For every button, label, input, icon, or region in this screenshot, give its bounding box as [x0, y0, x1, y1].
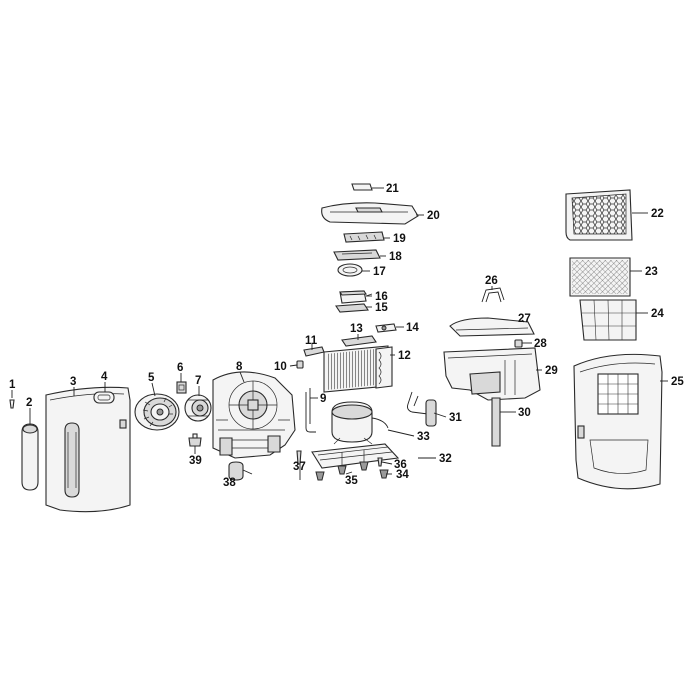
part-13-top-plate — [341, 335, 377, 347]
part-20-top-cover — [321, 202, 419, 225]
part-36-screw — [377, 457, 383, 467]
label-33: 33 — [417, 431, 430, 443]
label-20: 20 — [427, 210, 440, 222]
part-5-fan-wheel — [134, 393, 180, 431]
part-23-filter — [569, 257, 631, 297]
part-4-gasket — [93, 391, 115, 404]
label-26: 26 — [485, 275, 498, 287]
label-3: 3 — [70, 376, 76, 388]
label-2: 2 — [26, 397, 32, 409]
label-28: 28 — [534, 338, 547, 350]
part-34-foot — [379, 469, 389, 479]
label-8: 8 — [236, 361, 243, 373]
part-16-display-box — [338, 290, 373, 304]
label-7: 7 — [195, 375, 201, 387]
label-15: 15 — [375, 302, 388, 314]
label-13: 13 — [350, 323, 363, 335]
label-16: 16 — [375, 291, 388, 303]
part-labels: 1 2 3 4 5 6 7 8 9 10 11 12 13 14 15 16 1… — [9, 183, 684, 489]
leader-lines — [11, 187, 668, 480]
part-6-bracket — [176, 381, 187, 394]
label-6: 6 — [177, 362, 183, 374]
label-30: 30 — [518, 407, 531, 419]
label-9: 9 — [320, 393, 326, 405]
part-35-feet — [315, 450, 369, 481]
label-34: 34 — [396, 469, 409, 481]
label-32: 32 — [439, 453, 452, 465]
part-15-plate — [335, 303, 369, 313]
label-36: 36 — [394, 459, 407, 471]
label-11: 11 — [305, 335, 318, 347]
part-1-screw — [9, 399, 15, 409]
part-30-strip — [491, 397, 501, 447]
label-4: 4 — [101, 371, 108, 383]
label-22: 22 — [651, 208, 664, 220]
part-28-cap — [514, 339, 523, 348]
label-38: 38 — [223, 477, 236, 489]
part-22-grille — [565, 189, 633, 241]
label-12: 12 — [398, 350, 411, 362]
part-18-pcb — [333, 249, 381, 261]
label-5: 5 — [148, 372, 155, 384]
label-21: 21 — [386, 183, 399, 195]
label-37: 37 — [293, 461, 306, 473]
part-32-base-tray — [311, 443, 400, 469]
label-18: 18 — [389, 251, 402, 263]
part-39-knob — [188, 433, 202, 447]
part-25-rear-housing — [573, 353, 663, 490]
part-8-fan-housing — [212, 371, 296, 459]
label-1: 1 — [9, 379, 16, 391]
part-21-button — [351, 183, 373, 191]
label-23: 23 — [645, 266, 658, 278]
part-27-tank-lid — [449, 317, 535, 337]
part-7-motor — [184, 394, 212, 422]
label-24: 24 — [651, 308, 664, 320]
label-31: 31 — [449, 412, 462, 424]
part-31-clamp — [407, 391, 437, 427]
label-35: 35 — [345, 475, 358, 487]
part-2-float — [21, 423, 39, 491]
part-24-filter-frame — [579, 299, 637, 341]
label-17: 17 — [373, 266, 386, 278]
label-29: 29 — [545, 365, 558, 377]
part-3-front-panel — [45, 386, 131, 513]
label-10: 10 — [274, 361, 287, 373]
part-19-control-board — [343, 231, 385, 243]
part-9-bracket — [305, 388, 316, 433]
label-14: 14 — [406, 322, 419, 334]
part-10-pin — [296, 360, 304, 369]
label-25: 25 — [671, 376, 684, 388]
part-11-clip — [303, 346, 325, 357]
label-39: 39 — [189, 455, 202, 467]
part-12-evaporator — [323, 345, 393, 393]
part-17-gasket — [337, 263, 363, 277]
part-26-handle — [481, 287, 505, 303]
label-19: 19 — [393, 233, 406, 245]
label-27: 27 — [518, 313, 531, 325]
part-33-compressor — [331, 401, 389, 445]
part-14-sensor — [375, 323, 397, 333]
part-29-water-tank — [443, 347, 541, 401]
